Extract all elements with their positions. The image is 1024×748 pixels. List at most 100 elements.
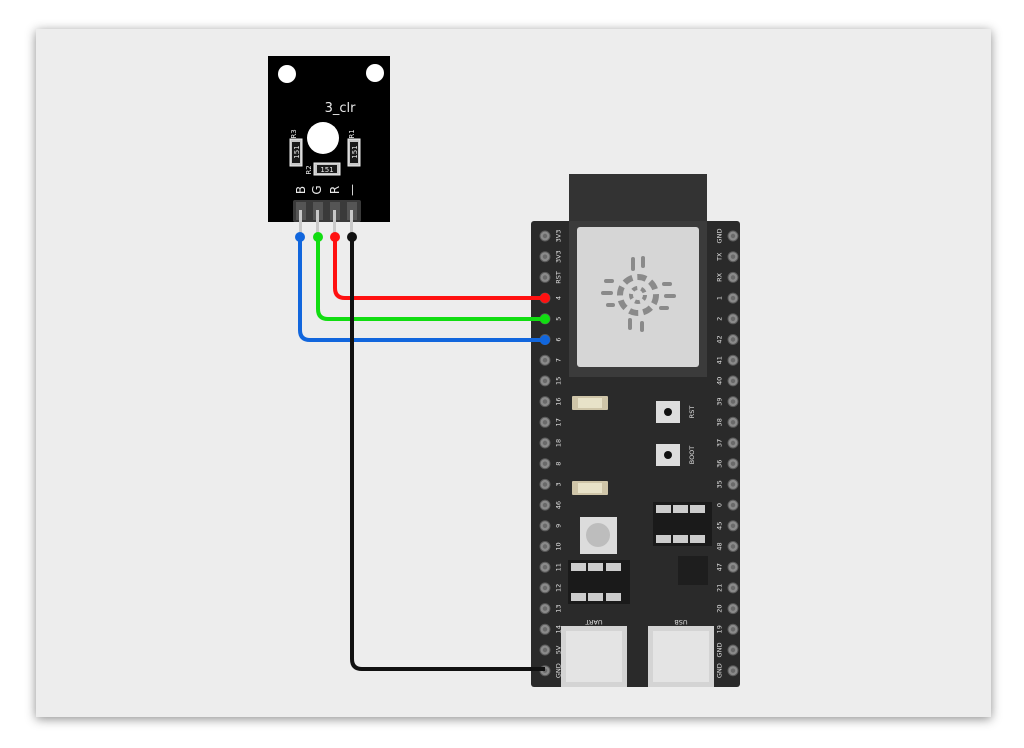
right-pin-label-13: 0 <box>716 503 724 507</box>
left-pin-hole-1 <box>542 254 548 259</box>
left-pin-header: 3V33V3RST4567151617188346910111213145VGN… <box>539 230 563 678</box>
right-pin-label-11: 36 <box>716 460 724 468</box>
wires <box>295 232 550 671</box>
led-lens <box>307 122 339 154</box>
left-pin-label-21: GND <box>555 663 563 678</box>
boot-button-label: BOOT <box>688 446 696 465</box>
module-pin-label-b: B <box>294 186 308 194</box>
left-pin-hole-14 <box>542 523 548 528</box>
wire-blue-b-to-6[interactable] <box>298 236 545 342</box>
left-pin-label-8: 16 <box>555 397 563 405</box>
right-pin-label-1: TX <box>716 252 724 262</box>
right-pin-hole-13 <box>730 502 736 508</box>
left-pin-label-13: 46 <box>555 501 563 509</box>
right-pin-label-0: GND <box>716 229 724 244</box>
right-pin-hole-2 <box>730 275 736 280</box>
resistor-r1-ref: R1 <box>348 129 356 138</box>
module-pin-r[interactable] <box>333 210 336 238</box>
right-pin-label-6: 41 <box>716 356 724 364</box>
right-pin-label-16: 47 <box>716 563 724 571</box>
wire-end-red-module[interactable] <box>330 232 340 242</box>
wire-end-green-board[interactable] <box>540 314 550 324</box>
wire-end-red-board[interactable] <box>540 293 550 303</box>
uart-connector-label: UART <box>585 618 602 626</box>
right-pin-hole-8 <box>730 399 736 404</box>
right-pin-hole-4 <box>730 316 736 321</box>
antenna-area <box>569 174 707 226</box>
right-pin-label-4: 2 <box>716 317 724 321</box>
right-pin-label-10: 37 <box>716 439 724 447</box>
right-pin-label-21: GND <box>716 663 724 678</box>
right-pin-hole-14 <box>730 523 736 528</box>
left-pin-hole-10 <box>542 440 548 446</box>
right-pin-header: GNDTXRX1242414039383736350454847212019GN… <box>716 229 739 678</box>
left-pin-label-18: 13 <box>555 604 563 612</box>
wire-black-gnd-to-gnd[interactable] <box>350 236 545 671</box>
right-pin-hole-19 <box>730 627 736 632</box>
left-pin-label-12: 3 <box>555 482 563 486</box>
right-pin-hole-9 <box>730 420 736 425</box>
right-pin-hole-7 <box>730 378 736 384</box>
right-pin-hole-6 <box>730 358 736 363</box>
esp32-s3-devkit[interactable]: 3V33V3RST4567151617188346910111213145VGN… <box>531 174 740 687</box>
left-pin-label-20: 5V <box>555 645 563 654</box>
wire-green-g-to-5[interactable] <box>316 236 545 321</box>
rst-button-label: RST <box>688 406 696 419</box>
right-pin-label-3: 1 <box>716 296 724 300</box>
left-pin-hole-9 <box>542 420 548 425</box>
left-pin-hole-2 <box>542 275 548 280</box>
right-pin-label-15: 48 <box>716 542 724 550</box>
left-pin-hole-7 <box>542 378 548 384</box>
right-pin-hole-12 <box>730 482 736 487</box>
left-pin-label-17: 12 <box>555 584 563 592</box>
left-pin-label-14: 9 <box>555 524 563 528</box>
small-ic <box>678 556 708 585</box>
left-pin-hole-8 <box>542 399 548 404</box>
usb-connector[interactable]: USB <box>648 618 714 687</box>
right-pin-label-17: 21 <box>716 584 724 592</box>
wire-end-black-module[interactable] <box>347 232 357 242</box>
right-pin-hole-21 <box>730 668 736 673</box>
module-shield <box>577 227 699 367</box>
right-pin-label-14: 45 <box>716 522 724 530</box>
left-pin-label-9: 17 <box>555 418 563 426</box>
left-pin-hole-20 <box>542 647 548 653</box>
module-pin-b[interactable] <box>299 210 302 238</box>
wire-end-blue-board[interactable] <box>540 335 550 345</box>
right-pin-label-2: RX <box>716 272 724 282</box>
boot-button[interactable]: BOOT <box>656 444 696 466</box>
right-pin-hole-17 <box>730 585 736 591</box>
resistor-r3-ref: R3 <box>290 129 298 138</box>
module-label: 3_clr <box>325 101 357 116</box>
wire-end-green-module[interactable] <box>313 232 323 242</box>
right-pin-label-18: 20 <box>716 604 724 612</box>
left-pin-hole-18 <box>542 606 548 611</box>
wire-end-blue-module[interactable] <box>295 232 305 242</box>
right-pin-hole-10 <box>730 440 736 446</box>
right-pin-label-19: 19 <box>716 625 724 633</box>
resistor-r3-value: 151 <box>293 145 301 158</box>
regulator-chip-upper <box>653 502 712 546</box>
rst-button[interactable]: RST <box>656 401 696 423</box>
left-pin-label-4: 5 <box>555 317 563 321</box>
right-pin-label-12: 35 <box>716 480 724 488</box>
left-pin-label-16: 11 <box>555 563 563 571</box>
wire-red-r-to-4[interactable] <box>333 236 545 300</box>
right-pin-hole-15 <box>730 544 736 549</box>
uart-connector[interactable]: UART <box>561 618 627 687</box>
left-pin-hole-0 <box>542 233 548 239</box>
right-pin-label-7: 40 <box>716 377 724 385</box>
resistor-r3: 151 R3 <box>289 129 303 167</box>
right-pin-label-9: 38 <box>716 418 724 426</box>
right-pin-hole-20 <box>730 647 736 653</box>
module-pin-header <box>293 200 361 222</box>
left-pin-label-10: 18 <box>555 439 563 447</box>
mounting-hole-left <box>278 65 296 83</box>
module-pin-g[interactable] <box>316 210 319 238</box>
left-pin-label-1: 3V3 <box>555 250 563 263</box>
module-pin-gnd[interactable] <box>350 210 353 238</box>
module-pin-label-r: R <box>328 186 342 194</box>
rgb-led-module[interactable]: 3_clr 151 R3 151 R2 151 R1 B G R — <box>268 56 390 238</box>
left-pin-hole-16 <box>542 565 548 570</box>
left-pin-hole-13 <box>542 502 548 508</box>
